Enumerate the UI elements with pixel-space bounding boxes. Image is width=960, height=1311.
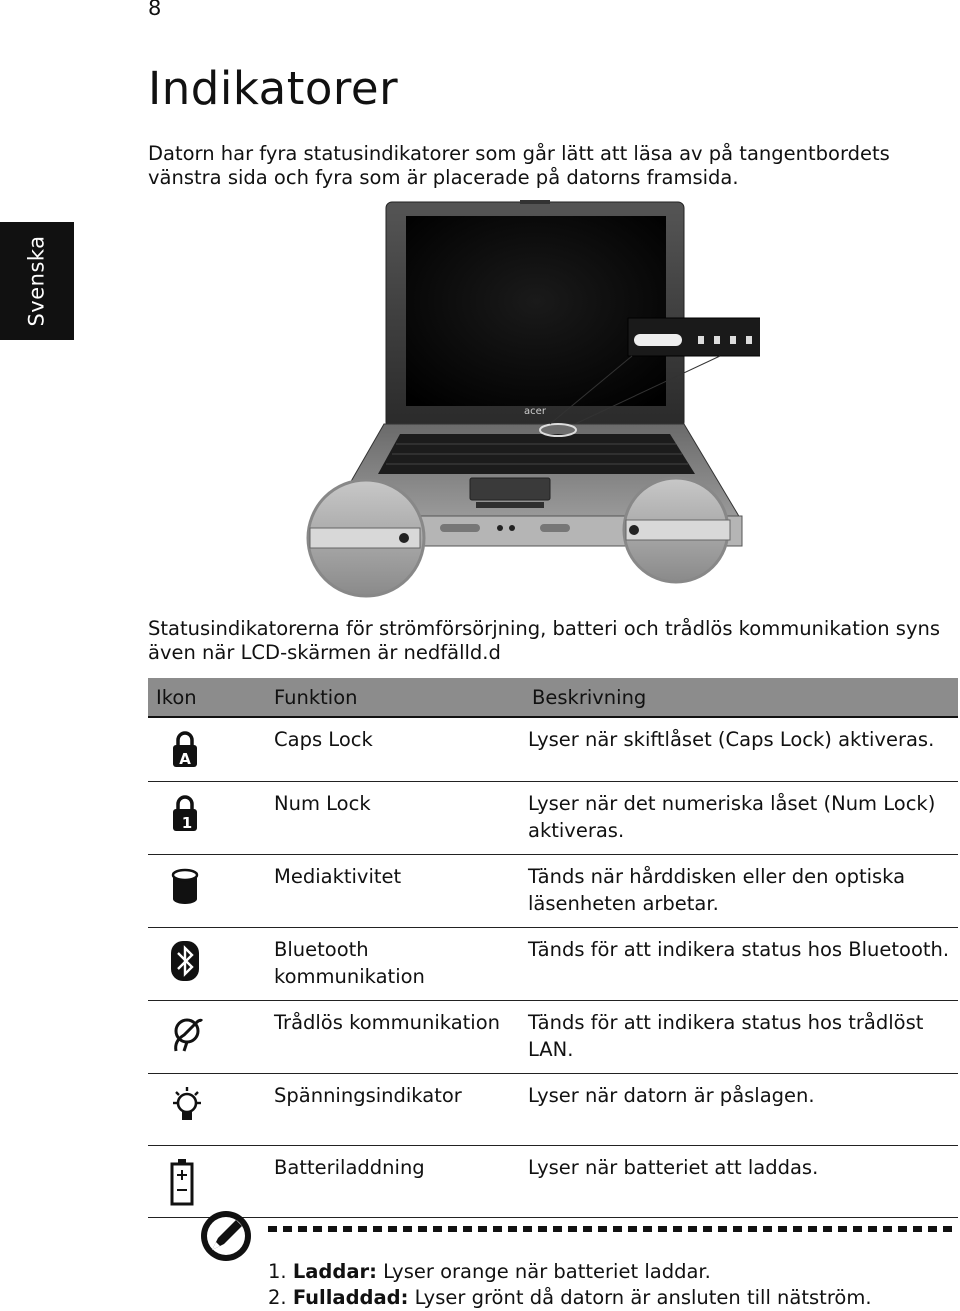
header-function: Funktion — [252, 678, 524, 718]
description-cell: Tänds när hårddisken eller den optiska l… — [524, 854, 958, 928]
function-cell: Num Lock — [252, 781, 524, 855]
bluetooth-icon — [171, 940, 199, 981]
function-cell: Caps Lock — [252, 717, 524, 782]
function-cell: Bluetooth kommunikation — [252, 927, 524, 1001]
table-row: Trådlös kommunikation Tänds för att indi… — [148, 1000, 958, 1074]
language-tab-label: Svenska — [25, 235, 49, 327]
description-cell: Tänds för att indikera status hos Blueto… — [524, 927, 958, 1001]
header-description: Beskrivning — [524, 678, 958, 718]
language-tab: Svenska — [0, 222, 74, 340]
table-row: A Caps Lock Lyser när skiftlåset (Caps L… — [148, 717, 958, 782]
note-number: 1. — [268, 1260, 287, 1283]
table-row: Spänningsindikator Lyser när datorn är p… — [148, 1073, 958, 1146]
wireless-icon — [174, 1018, 204, 1051]
note-label: Fulladdad: — [292, 1286, 409, 1309]
num-lock-icon: 1 — [173, 794, 197, 832]
note-text: Lyser orange när batteriet laddar. — [376, 1260, 711, 1283]
note-divider — [268, 1226, 958, 1232]
power-icon — [173, 1086, 201, 1120]
function-cell: Mediaktivitet — [252, 854, 524, 928]
status-paragraph: Statusindikatorerna för strömförsörjning… — [148, 617, 941, 664]
intro-paragraph: Datorn har fyra statusindikatorer som gå… — [148, 142, 890, 189]
note-item: 1. Laddar: Lyser orange när batteriet la… — [268, 1259, 872, 1285]
header-icon: Ikon — [148, 678, 252, 718]
description-cell: Lyser när skiftlåset (Caps Lock) aktiver… — [524, 717, 958, 782]
notes-list: 1. Laddar: Lyser orange när batteriet la… — [268, 1259, 872, 1311]
note-label: Laddar: — [292, 1260, 377, 1283]
function-cell: Trådlös kommunikation — [252, 1000, 524, 1074]
media-activity-icon — [171, 868, 199, 904]
page-title: Indikatorer — [148, 62, 399, 115]
svg-text:A: A — [179, 750, 191, 768]
function-cell: Batteriladdning — [252, 1145, 524, 1218]
description-cell: Tänds för att indikera status hos trådlö… — [524, 1000, 958, 1074]
note-icon — [201, 1211, 251, 1261]
table-row: Bluetooth kommunikation Tänds för att in… — [148, 927, 958, 1001]
table-row: 1 Num Lock Lyser när det numeriska låset… — [148, 781, 958, 855]
description-cell: Lyser när det numeriska låset (Num Lock)… — [524, 781, 958, 855]
svg-text:1: 1 — [182, 814, 192, 832]
note-item: 2. Fulladdad: Lyser grönt då datorn är a… — [268, 1285, 872, 1311]
table-row: Mediaktivitet Tänds när hårddisken eller… — [148, 854, 958, 928]
description-cell: Lyser när datorn är påslagen. — [524, 1073, 958, 1146]
description-cell: Lyser när batteriet att laddas. — [524, 1145, 958, 1218]
note-number: 2. — [268, 1286, 287, 1309]
page-number: 8 — [148, 0, 162, 20]
function-cell: Spänningsindikator — [252, 1073, 524, 1146]
laptop-logo: acer — [524, 406, 547, 417]
table-row: Batteriladdning Lyser när batteriet att … — [148, 1145, 958, 1218]
note-text: Lyser grönt då datorn är ansluten till n… — [408, 1286, 872, 1309]
indicator-table: Ikon Funktion Beskrivning A Caps Lock Ly… — [148, 678, 958, 1218]
laptop-photo: acer — [306, 200, 760, 598]
battery-icon — [170, 1158, 194, 1205]
caps-lock-icon: A — [173, 731, 197, 768]
